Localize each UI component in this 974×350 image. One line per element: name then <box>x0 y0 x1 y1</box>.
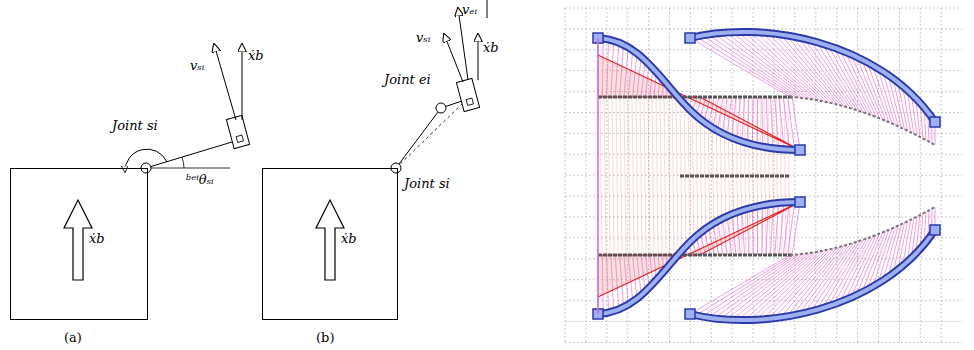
lower-legs <box>593 197 940 320</box>
body-box: ẋb <box>10 168 148 320</box>
velocity-label: ẋb <box>341 231 357 247</box>
joint-label: Joint ei <box>384 72 431 88</box>
joint-label: Joint si <box>112 118 158 134</box>
joint-label: Joint si <box>404 176 450 192</box>
gait-plot <box>565 8 962 344</box>
panel-label: (b) <box>316 330 334 346</box>
velocity-label: vₛᵢ <box>416 30 430 46</box>
velocity-label: ẋb <box>248 48 264 64</box>
velocity-label: ẋb <box>483 40 499 56</box>
angle-label: ᵇᵉⁱθₛᵢ <box>186 172 214 188</box>
upper-legs <box>593 32 940 155</box>
grid <box>565 8 962 344</box>
panel-a-figure <box>64 44 250 280</box>
velocity-label: vₑᵢ <box>462 2 477 18</box>
body-hatch <box>600 97 790 255</box>
velocity-label: ẋb <box>89 231 105 247</box>
velocity-label: vₛᵢ <box>190 58 204 74</box>
separator-bar <box>487 0 488 18</box>
panel-label: (a) <box>64 330 82 346</box>
body-box: ẋb <box>262 168 398 320</box>
